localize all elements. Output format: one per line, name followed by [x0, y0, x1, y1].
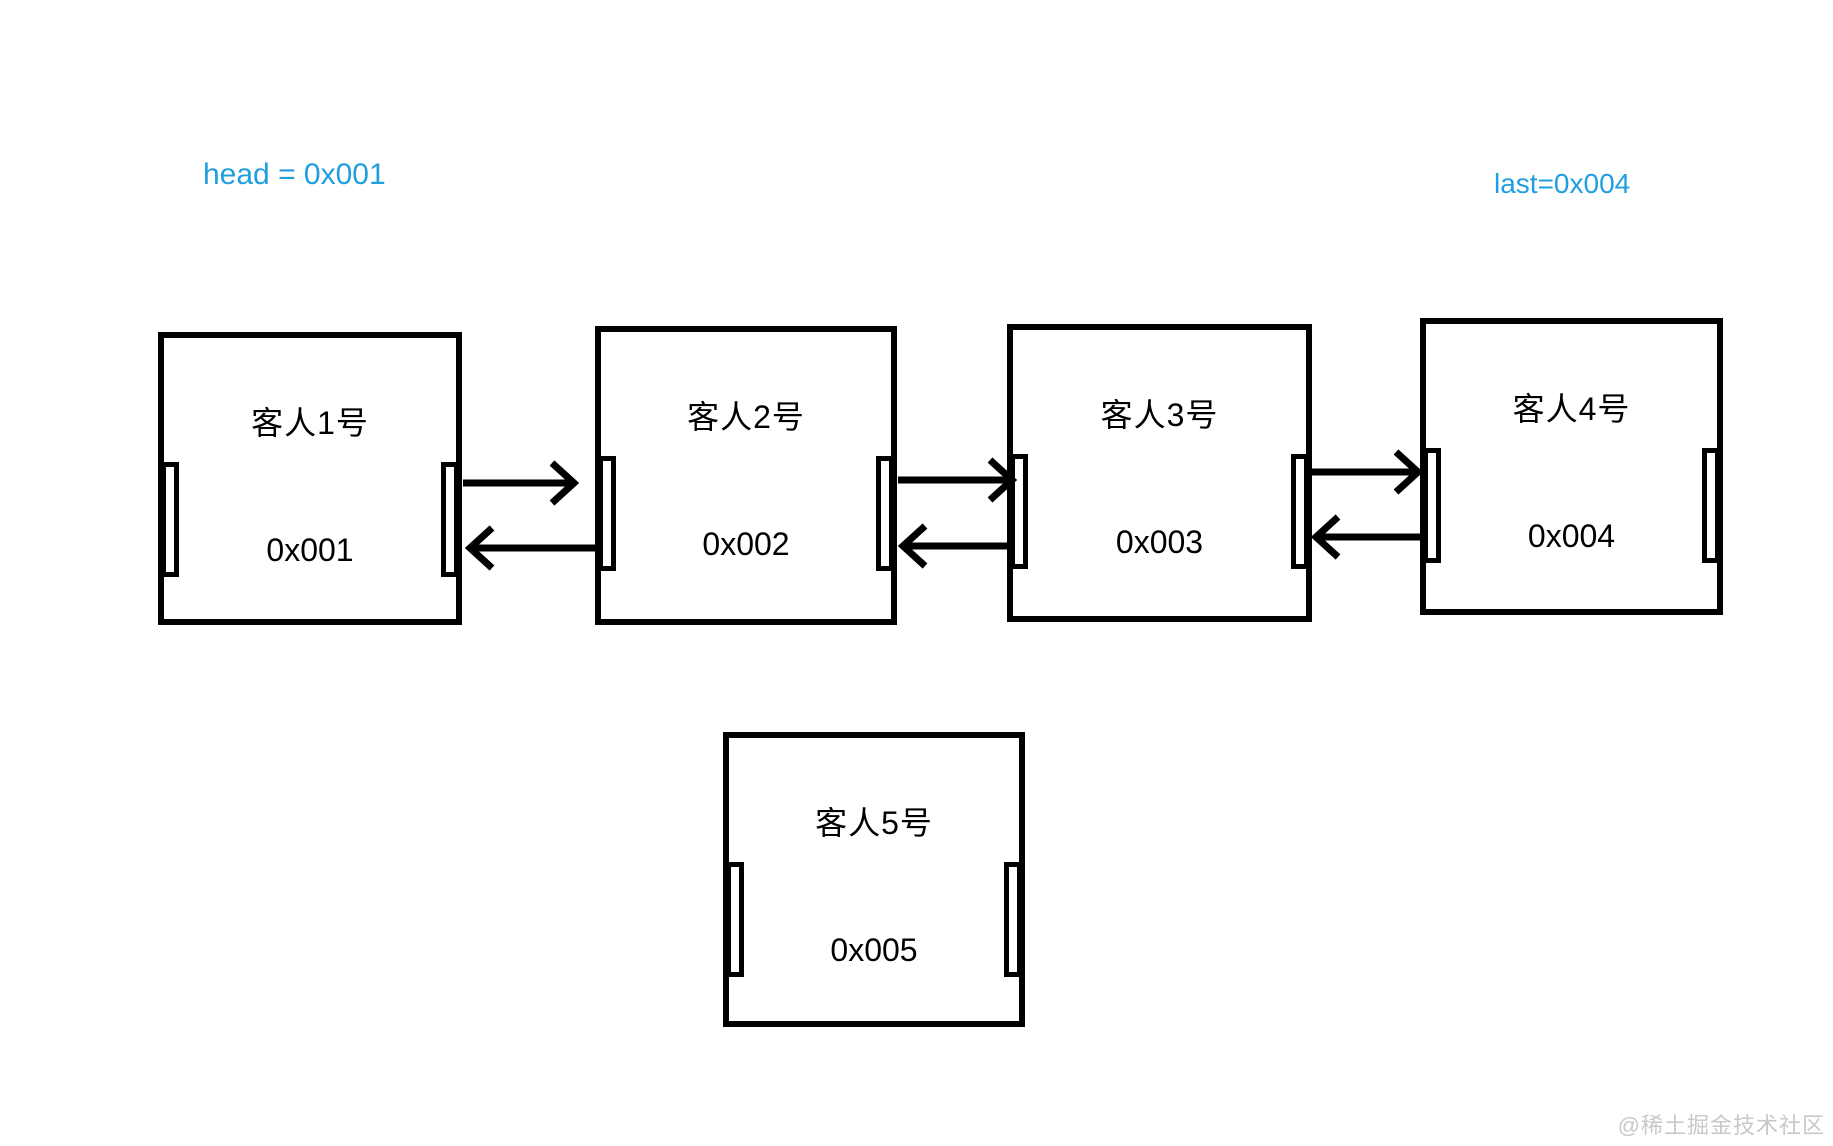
next-pointer-port [1702, 448, 1720, 563]
node-box-3: 客人3号 0x003 [1007, 324, 1312, 622]
node-box-1: 客人1号 0x001 [158, 332, 462, 625]
node-box-2: 客人2号 0x002 [595, 326, 897, 625]
next-pointer-port [1004, 862, 1022, 977]
node-address: 0x003 [1115, 524, 1204, 560]
prev-pointer-port [726, 862, 744, 977]
node-address: 0x004 [1527, 518, 1616, 554]
prev-arrow-4-3 [1310, 514, 1420, 560]
next-pointer-port [441, 462, 459, 577]
prev-pointer-port [598, 456, 616, 571]
watermark-text: @稀土掘金技术社区 [1617, 1113, 1825, 1138]
node-title: 客人2号 [687, 399, 805, 435]
next-arrow-1-2 [463, 460, 580, 506]
node-title: 客人5号 [815, 805, 933, 841]
node-title: 客人4号 [1512, 391, 1631, 427]
node-title: 客人3号 [1100, 397, 1219, 433]
head-pointer-label: head = 0x001 [203, 158, 386, 191]
node-title: 客人1号 [251, 405, 369, 441]
next-arrow-3-4 [1311, 449, 1424, 495]
node-box-4: 客人4号 0x004 [1420, 318, 1723, 615]
prev-arrow-3-2 [897, 523, 1008, 569]
prev-pointer-port [1423, 448, 1441, 563]
node-address: 0x001 [266, 532, 354, 568]
node-box-5: 客人5号 0x005 [723, 732, 1025, 1027]
next-arrow-2-3 [898, 457, 1018, 503]
next-pointer-port [876, 456, 894, 571]
next-pointer-port [1291, 454, 1309, 569]
node-address: 0x002 [702, 526, 790, 562]
node-address: 0x005 [830, 932, 918, 968]
last-pointer-label: last=0x004 [1494, 168, 1631, 199]
prev-pointer-port [1010, 454, 1028, 569]
prev-pointer-port [161, 462, 179, 577]
prev-arrow-2-1 [464, 525, 595, 571]
